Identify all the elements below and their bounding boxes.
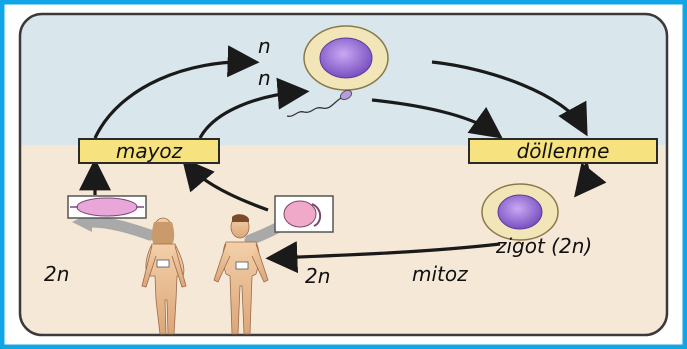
mitosis-arrow (265, 241, 501, 274)
ovary-inset (67, 195, 147, 219)
egg-to-fertilization-arrow (431, 60, 588, 137)
mitosis-label: mitoz (412, 262, 468, 286)
panel-border (18, 12, 669, 337)
female-figure (141, 217, 187, 335)
fertilization-box: döllenme (468, 138, 658, 164)
meiosis-box: mayoz (78, 138, 220, 164)
diploid-label-mid: 2n (305, 264, 331, 288)
testis-inset (274, 195, 334, 233)
sperm-cell (286, 89, 353, 117)
sperm-to-fertilization-arrow (371, 98, 503, 139)
diploid-label-left: 2n (44, 262, 70, 286)
male-figure (213, 214, 269, 335)
haploid-label-top: n (258, 34, 271, 58)
egg-cell (303, 25, 389, 91)
zygote-label: zigot (2n) (496, 234, 593, 258)
testis-to-meiosis-arrow (181, 157, 269, 212)
female-organ-arrow (84, 216, 156, 241)
meiosis-to-sperm-arrow (198, 77, 310, 139)
meiosis-to-n-arrow (93, 45, 260, 139)
zygote-cell (481, 183, 559, 241)
haploid-label-mid: n (258, 66, 271, 90)
